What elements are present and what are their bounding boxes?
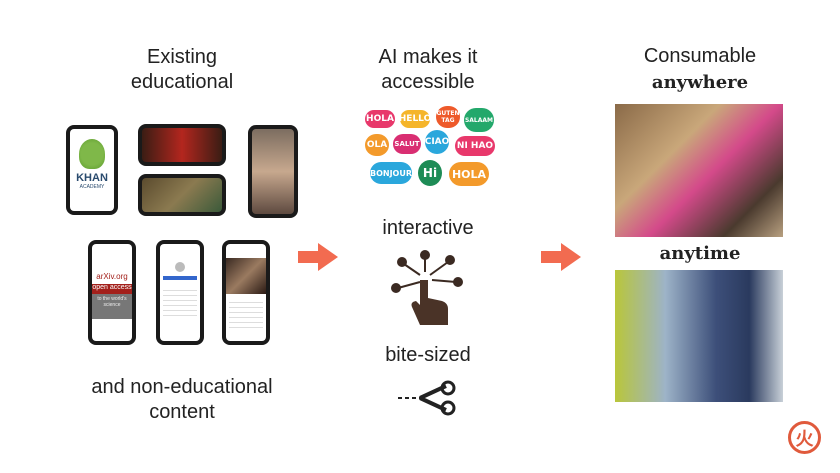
arxiv-tagline: to the world's science — [92, 294, 132, 319]
news-phone — [222, 240, 270, 345]
khan-phone: KHAN ACADEMY — [66, 125, 118, 215]
children-tablet-photo — [615, 104, 783, 237]
right-arrow-head — [318, 243, 338, 271]
speech-bubble: GUTEN TAG — [436, 106, 460, 128]
interactive-label: interactive — [382, 217, 474, 239]
speech-bubble: BONJOUR — [370, 162, 412, 184]
arxiv-open-access: open access — [92, 284, 132, 294]
speech-bubble: OLA — [365, 134, 389, 156]
speech-bubble: SALUT — [393, 134, 421, 154]
video-phone — [248, 125, 298, 218]
left-caption-line2: content — [149, 401, 215, 423]
right-arrow-head — [561, 243, 581, 271]
speech-bubble: Hi — [418, 160, 442, 186]
right-arrow-icon — [298, 251, 320, 263]
left-title-line1: Existing — [146, 46, 218, 68]
left-caption-line1: and non-educational — [91, 376, 273, 398]
arxiv-name: arXiv.org — [96, 272, 128, 281]
ted-phone — [138, 124, 226, 166]
middle-title-line2: accessible — [381, 71, 475, 93]
wikipedia-phone — [156, 240, 204, 345]
speech-bubble: SALAAM — [464, 108, 494, 132]
touch-hand-icon — [391, 250, 463, 325]
speech-bubble: NI HAO — [455, 136, 495, 156]
anywhere-label: anywhere — [651, 72, 749, 93]
khan-sub: ACADEMY — [79, 184, 105, 190]
youtube-phone — [138, 174, 226, 216]
middle-title-line1: AI makes it — [378, 46, 478, 68]
khan-name: KHAN — [76, 172, 108, 184]
right-arrow-icon — [541, 251, 563, 263]
scissors-icon — [398, 380, 456, 416]
left-title-line2: educational — [130, 71, 234, 93]
bite-sized-label: bite-sized — [385, 344, 471, 366]
tree-logo-icon — [79, 139, 105, 169]
arxiv-phone: arXiv.org open access to the world's sci… — [88, 240, 136, 345]
commuter-phone-photo — [615, 270, 783, 402]
speech-bubble: CIAO — [425, 130, 449, 154]
speech-bubble: HOLA — [365, 110, 395, 128]
speech-bubble: HOLA — [449, 162, 489, 186]
fire-kanji-logo: 火 — [788, 421, 821, 454]
anytime-label: anytime — [659, 243, 741, 264]
consumable-label: Consumable — [643, 45, 757, 67]
speech-bubble: HELLO — [399, 110, 431, 128]
